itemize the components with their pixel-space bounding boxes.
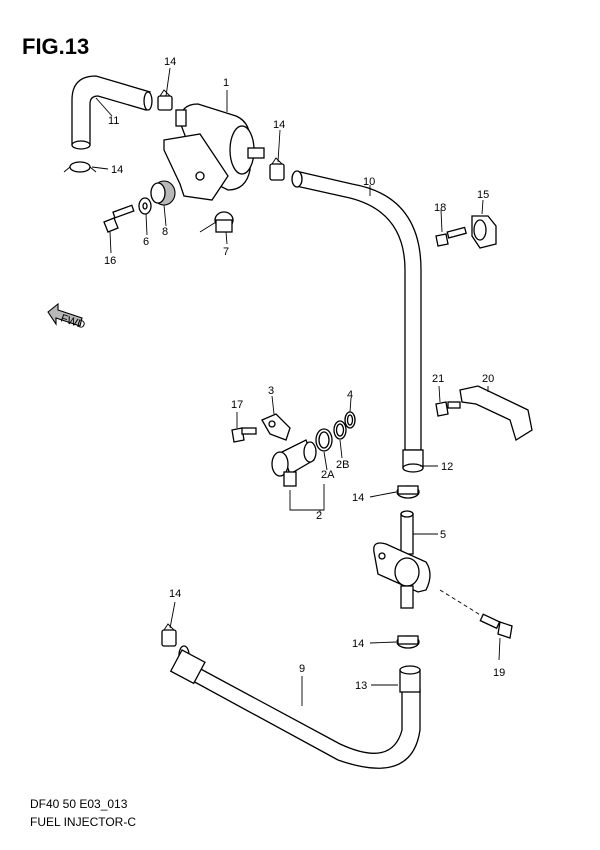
o-ring-2a xyxy=(315,428,333,452)
clamp-14-lower-left xyxy=(161,623,177,647)
bolt-17 xyxy=(231,427,257,443)
clip-15 xyxy=(471,215,497,249)
bolt-18 xyxy=(435,226,467,247)
hose-13 xyxy=(399,665,421,693)
bolt-16 xyxy=(103,204,135,233)
retainer-3 xyxy=(261,413,291,441)
clamp-14-upper-middle xyxy=(269,157,285,181)
callout-21: 21 xyxy=(432,373,444,385)
callout-2a: 2A xyxy=(321,469,335,481)
callout-3: 3 xyxy=(268,385,274,397)
callout-6: 6 xyxy=(143,236,149,248)
callout-17: 17 xyxy=(231,399,243,411)
callout-14: 14 xyxy=(273,119,285,131)
hose-9 xyxy=(169,645,421,769)
callout-13: 13 xyxy=(355,680,367,692)
grommet-8 xyxy=(150,180,176,206)
callout-18: 18 xyxy=(434,202,446,214)
washer-6 xyxy=(138,197,152,215)
hose-10 xyxy=(291,170,424,473)
callout-19: 19 xyxy=(493,667,505,679)
callout-1: 1 xyxy=(223,77,229,89)
callout-15: 15 xyxy=(477,189,489,201)
callout-14: 14 xyxy=(352,492,364,504)
bolt-19 xyxy=(439,589,513,639)
fuel-filter-1 xyxy=(163,103,265,201)
callout-labels: 1 14 11 14 14 10 15 18 6 8 16 7 20 21 3 … xyxy=(104,56,505,692)
callout-11: 11 xyxy=(108,115,119,127)
callout-14: 14 xyxy=(111,164,123,176)
callout-2b: 2B xyxy=(336,459,349,471)
collar-7 xyxy=(199,211,234,233)
callout-16: 16 xyxy=(104,255,116,267)
clamp-14-middle xyxy=(396,485,420,499)
callout-8: 8 xyxy=(162,226,168,238)
diagram-code: DF40 50 E03_013 xyxy=(30,797,128,811)
forward-arrow-label: FWD xyxy=(59,312,87,331)
figure-title: FIG.13 xyxy=(22,34,90,59)
clamp-14-lower-middle xyxy=(396,635,420,649)
callout-10: 10 xyxy=(363,176,375,188)
callout-14: 14 xyxy=(164,56,176,68)
o-ring-4 xyxy=(344,411,356,429)
fuel-injector-2 xyxy=(271,439,317,487)
leader-lines xyxy=(91,67,501,706)
callout-7: 7 xyxy=(223,246,229,258)
callout-4: 4 xyxy=(347,389,353,401)
callout-9: 9 xyxy=(299,663,305,675)
diagram-name: FUEL INJECTOR-C xyxy=(30,815,137,829)
bracket-20 xyxy=(459,385,533,442)
fitting-5 xyxy=(373,510,431,609)
bolt-21 xyxy=(435,401,461,417)
callout-14: 14 xyxy=(169,588,181,600)
hose-11 xyxy=(71,75,153,150)
callout-12: 12 xyxy=(441,461,453,473)
callout-20: 20 xyxy=(482,373,494,385)
o-ring-2b xyxy=(333,420,347,440)
callout-14: 14 xyxy=(352,638,364,650)
forward-arrow-icon: FWD xyxy=(47,302,87,332)
clamp-14-upper-left xyxy=(157,89,173,111)
clamp-14-left xyxy=(63,161,97,173)
callout-2: 2 xyxy=(316,510,322,522)
callout-5: 5 xyxy=(440,529,446,541)
